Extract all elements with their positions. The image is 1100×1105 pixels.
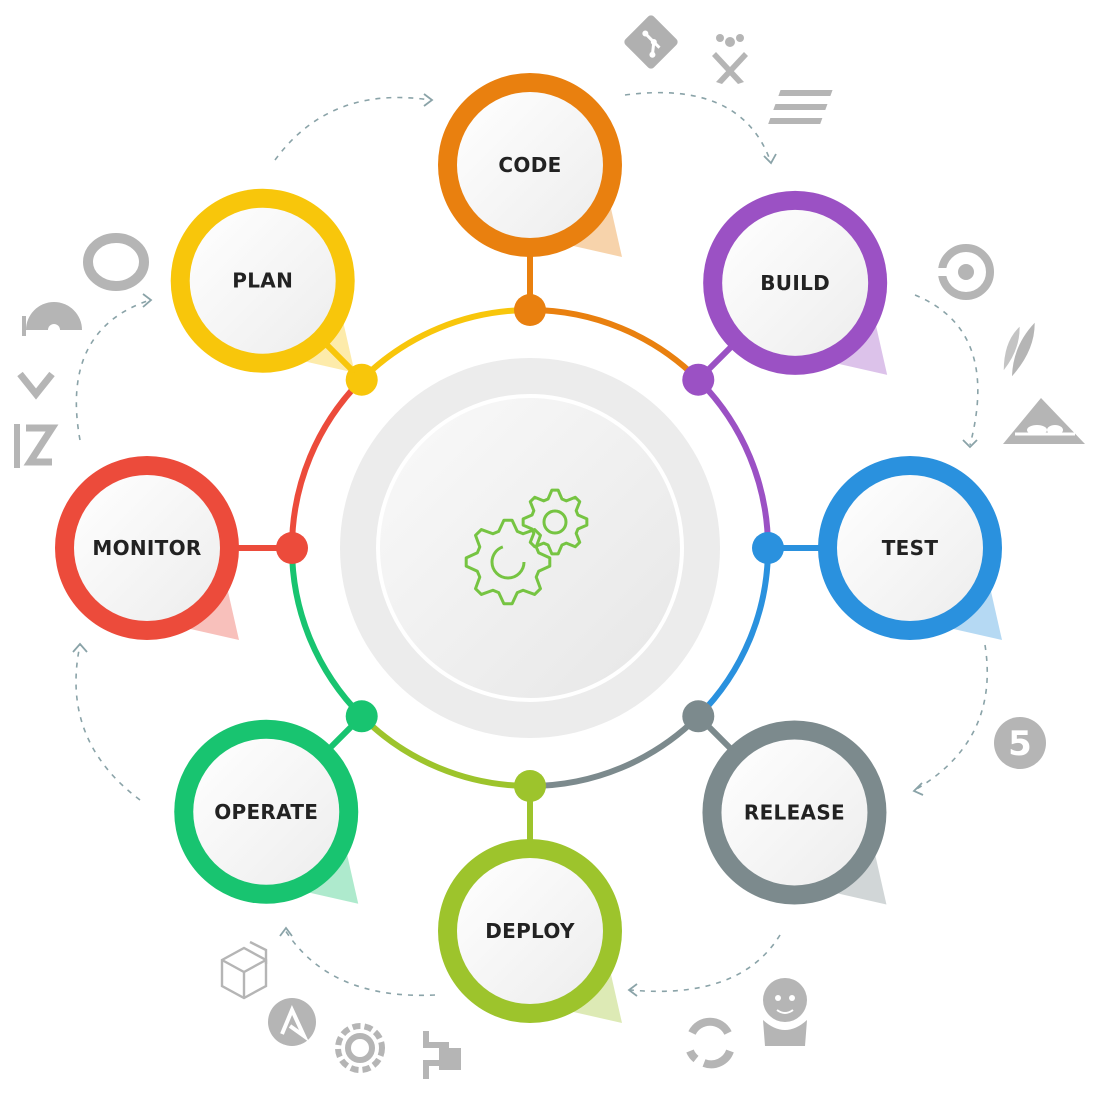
ring-segment-code [529, 307, 701, 382]
arrow-head [962, 439, 978, 449]
flow-arrow-monitor-plan [75, 299, 151, 441]
arrow-head [912, 782, 924, 796]
ansible-icon [268, 998, 316, 1046]
stage-node-code: CODE [438, 73, 622, 257]
node-face-build [722, 209, 869, 356]
flow-arrow-code-build [624, 91, 771, 161]
ring-dot-deploy [514, 770, 546, 802]
arrow-head [423, 93, 434, 107]
arrow-head [72, 642, 88, 653]
node-face-deploy [457, 858, 603, 1004]
stage-node-monitor: MONITOR [55, 456, 239, 640]
ring-dot-operate [345, 700, 378, 733]
git-icon [624, 15, 678, 69]
arrow-heads [72, 93, 978, 997]
ring-dot-plan [345, 363, 378, 396]
jenkins-icon [763, 978, 807, 1046]
flow-arrow-build-test [914, 294, 979, 446]
stage-node-build: BUILD [703, 190, 888, 375]
stage-node-plan: PLAN [170, 188, 355, 373]
stage-label-test: TEST [882, 536, 939, 560]
ring-dot-code [514, 294, 546, 326]
chevron-icon [17, 371, 55, 400]
gear-outline [521, 488, 589, 556]
stage-label-monitor: MONITOR [92, 536, 201, 560]
flow-arrow-deploy-operate [284, 929, 436, 997]
stage-nodes: CODE BUILD TEST RELEASE DEPLOY OPERATE MONITOR… [55, 73, 1002, 1023]
arrow-head [627, 983, 638, 997]
ring-segment-deploy [359, 714, 531, 789]
gear-hub [542, 509, 568, 535]
flow-arrow-operate-monitor [75, 644, 141, 801]
stage-node-test: TEST [818, 456, 1002, 640]
ring-dot-build [682, 363, 715, 396]
package-icon [220, 940, 268, 1000]
node-face-monitor [74, 475, 220, 621]
node-face-operate [193, 738, 340, 885]
ring-dot-test [752, 532, 784, 564]
nagios-icon [14, 424, 59, 468]
stage-label-code: CODE [498, 153, 561, 177]
node-face-plan [189, 207, 336, 354]
sbt-icon [768, 90, 833, 124]
center-hub [340, 358, 720, 738]
dashed-flow-arrows [75, 91, 989, 997]
gears-icon [464, 488, 589, 606]
arrow-head [763, 153, 777, 165]
stage-label-deploy: DEPLOY [485, 919, 575, 943]
flow-arrow-release-deploy [629, 934, 781, 993]
circleci-icon [936, 244, 994, 300]
stage-node-release: RELEASE [702, 720, 887, 905]
jira-icon [712, 34, 748, 84]
cycle-arrows-icon [686, 1017, 734, 1069]
connector-icon [423, 1031, 461, 1079]
ring-segment-release [529, 714, 701, 789]
stage-node-deploy: DEPLOY [438, 839, 622, 1023]
ring-segment-build [696, 377, 771, 549]
ring-segment-plan [359, 307, 531, 382]
ring-dots [276, 294, 784, 802]
arrow-head [142, 293, 153, 308]
stage-label-build: BUILD [760, 271, 830, 295]
flow-arrow-plan-code [274, 96, 431, 161]
ant-icon [1003, 398, 1085, 444]
selenium-icon: 5 [994, 717, 1046, 769]
gear-outline [464, 518, 552, 606]
gear-hub [490, 544, 526, 580]
stage-label-operate: OPERATE [214, 800, 318, 824]
opsview-icon [83, 233, 149, 291]
half-circle-icon [22, 302, 82, 336]
ring-segment-operate [289, 547, 364, 719]
maven-icon [1003, 322, 1035, 377]
ring-dot-monitor [276, 532, 308, 564]
node-face-release [721, 739, 868, 886]
tool-icons: 5 [14, 15, 1085, 1079]
arrow-head [279, 926, 293, 937]
node-face-code [457, 92, 603, 238]
stage-node-operate: OPERATE [174, 719, 359, 904]
svg-text:5: 5 [1008, 724, 1032, 764]
stage-label-release: RELEASE [744, 800, 845, 824]
main-ring [289, 307, 771, 789]
ring-dot-release [682, 700, 715, 733]
node-face-test [837, 475, 983, 621]
chef-icon [335, 1023, 385, 1073]
ring-segment-test [696, 547, 771, 719]
ring-segment-monitor [289, 377, 364, 549]
stage-label-plan: PLAN [232, 269, 293, 293]
flow-arrow-test-release [914, 644, 989, 791]
